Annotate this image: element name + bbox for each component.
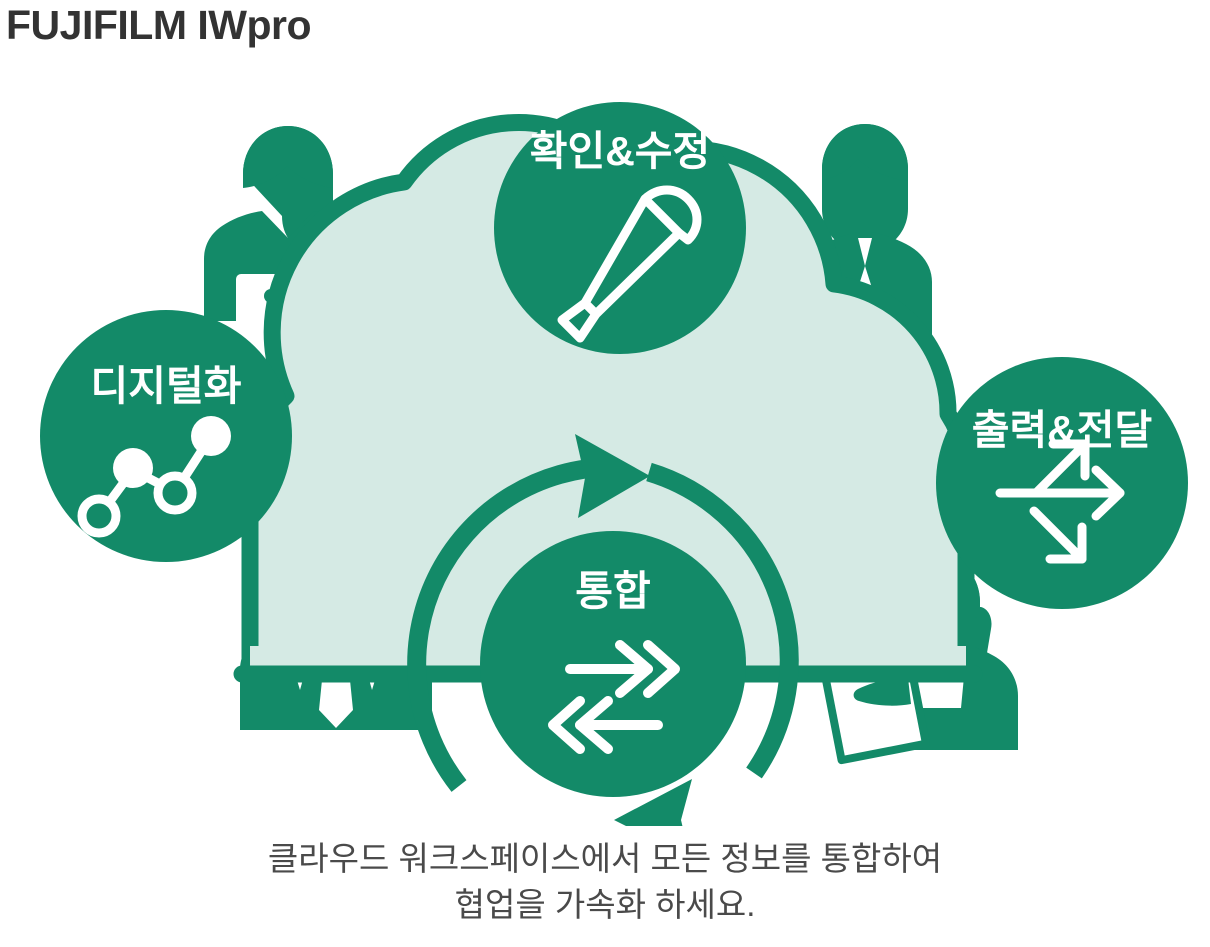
branch-arrows-icon <box>995 439 1125 564</box>
node-digitize-label: 디지털화 <box>91 363 242 409</box>
node-digitize[interactable]: 디지털화 <box>40 310 292 562</box>
caption: 클라우드 워크스페이스에서 모든 정보를 통합하여 협업을 가속화 하세요. <box>0 836 1210 928</box>
page-title: FUJIFILM IWpro <box>6 2 312 48</box>
node-integrate-label: 통합 <box>575 568 650 614</box>
caption-line-1: 클라우드 워크스페이스에서 모든 정보를 통합하여 <box>267 840 943 877</box>
node-review-edit[interactable]: 확인&수정 <box>494 102 746 354</box>
diagram-canvas: 통합 확인&수정 디지털화 <box>40 102 1188 826</box>
workflow-diagram: 통합 확인&수정 디지털화 <box>0 46 1210 826</box>
cycle-arrowhead-bottom <box>614 779 692 826</box>
node-digitize-circle[interactable] <box>40 310 292 562</box>
node-output-deliver-circle[interactable] <box>936 357 1188 609</box>
node-output-deliver[interactable]: 출력&전달 <box>936 357 1188 609</box>
pencil-icon <box>557 185 702 343</box>
cycle-arrowhead-top <box>575 434 650 518</box>
line-chart-icon <box>77 416 231 538</box>
integration-cycle <box>407 457 799 792</box>
exchange-arrows-icon <box>548 640 680 754</box>
node-integrate[interactable]: 통합 <box>480 531 746 797</box>
caption-line-2: 협업을 가속화 하세요. <box>454 886 756 923</box>
node-review-edit-circle[interactable] <box>494 102 746 354</box>
node-review-edit-label: 확인&수정 <box>530 128 711 174</box>
